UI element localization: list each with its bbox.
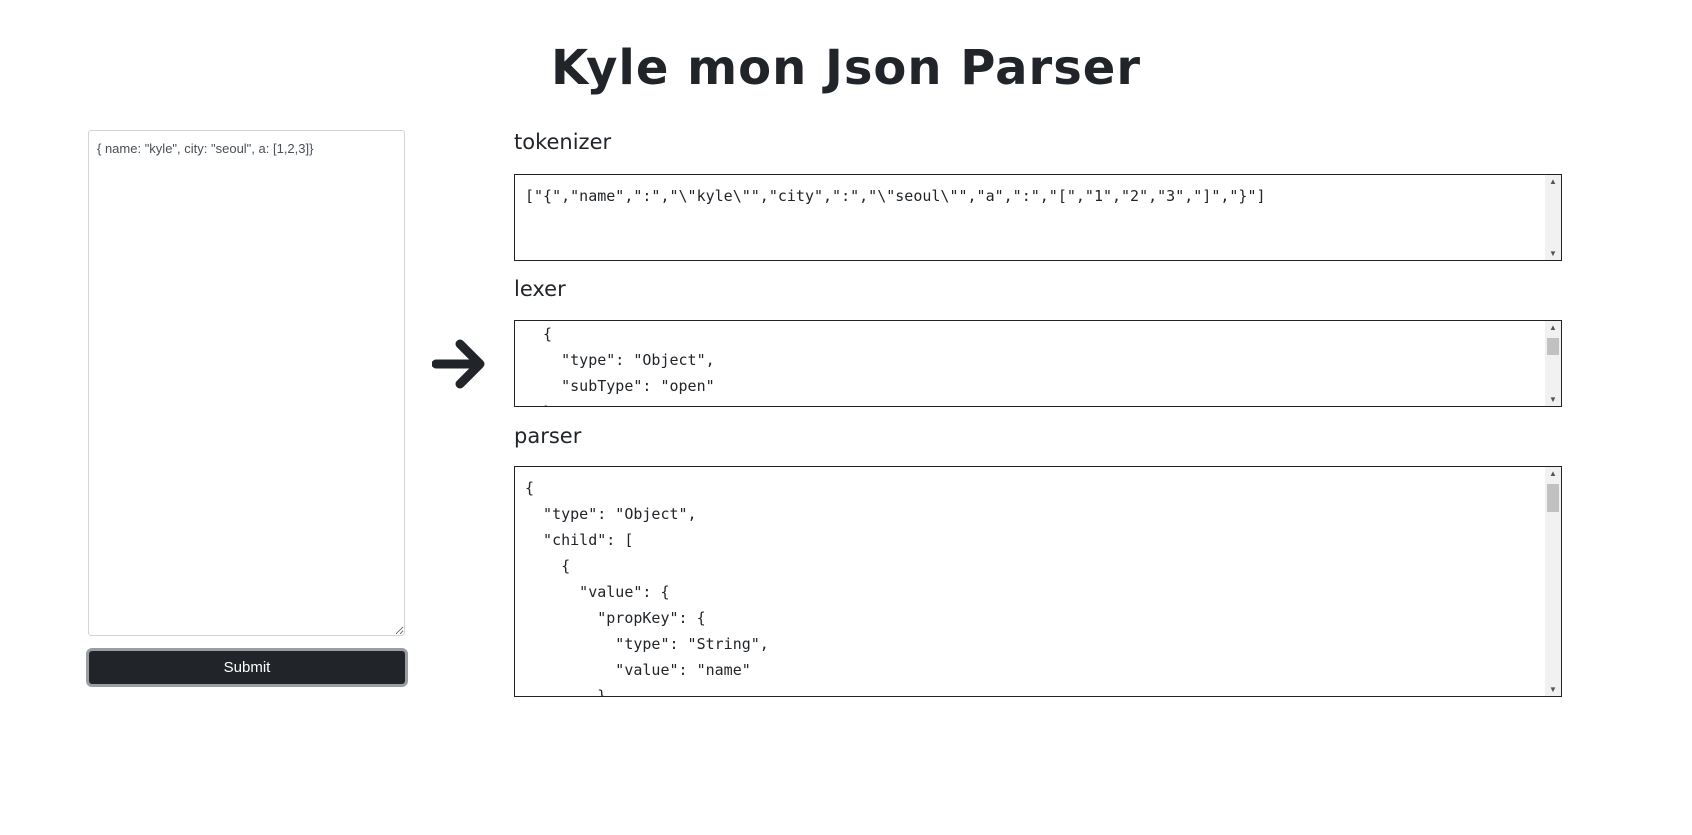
parser-output[interactable]: { "type": "Object", "child": [ { "value"…	[514, 466, 1562, 697]
json-input-textarea[interactable]: { name: "kyle", city: "seoul", a: [1,2,3…	[88, 130, 405, 636]
lexer-text: { "type": "Object", "subType": "open" },	[543, 325, 715, 406]
scrollbar[interactable]: ▲▼	[1545, 175, 1561, 260]
tokenizer-text: ["{","name",":","\"kyle\"","city",":","\…	[525, 187, 1266, 205]
scrollbar[interactable]: ▲▼	[1545, 467, 1561, 696]
lexer-label: lexer	[514, 277, 566, 301]
submit-button[interactable]: Submit	[86, 648, 408, 687]
parser-text: { "type": "Object", "child": [ { "value"…	[525, 479, 769, 697]
tokenizer-label: tokenizer	[514, 130, 612, 154]
scrollbar[interactable]: ▲▼	[1545, 321, 1561, 406]
page-title: Kyle mon Json Parser	[550, 40, 1142, 96]
tokenizer-output[interactable]: ["{","name",":","\"kyle\"","city",":","\…	[514, 174, 1562, 261]
arrow-right-icon	[432, 339, 485, 389]
lexer-output[interactable]: { "type": "Object", "subType": "open" },…	[514, 320, 1562, 407]
parser-label: parser	[514, 424, 582, 448]
